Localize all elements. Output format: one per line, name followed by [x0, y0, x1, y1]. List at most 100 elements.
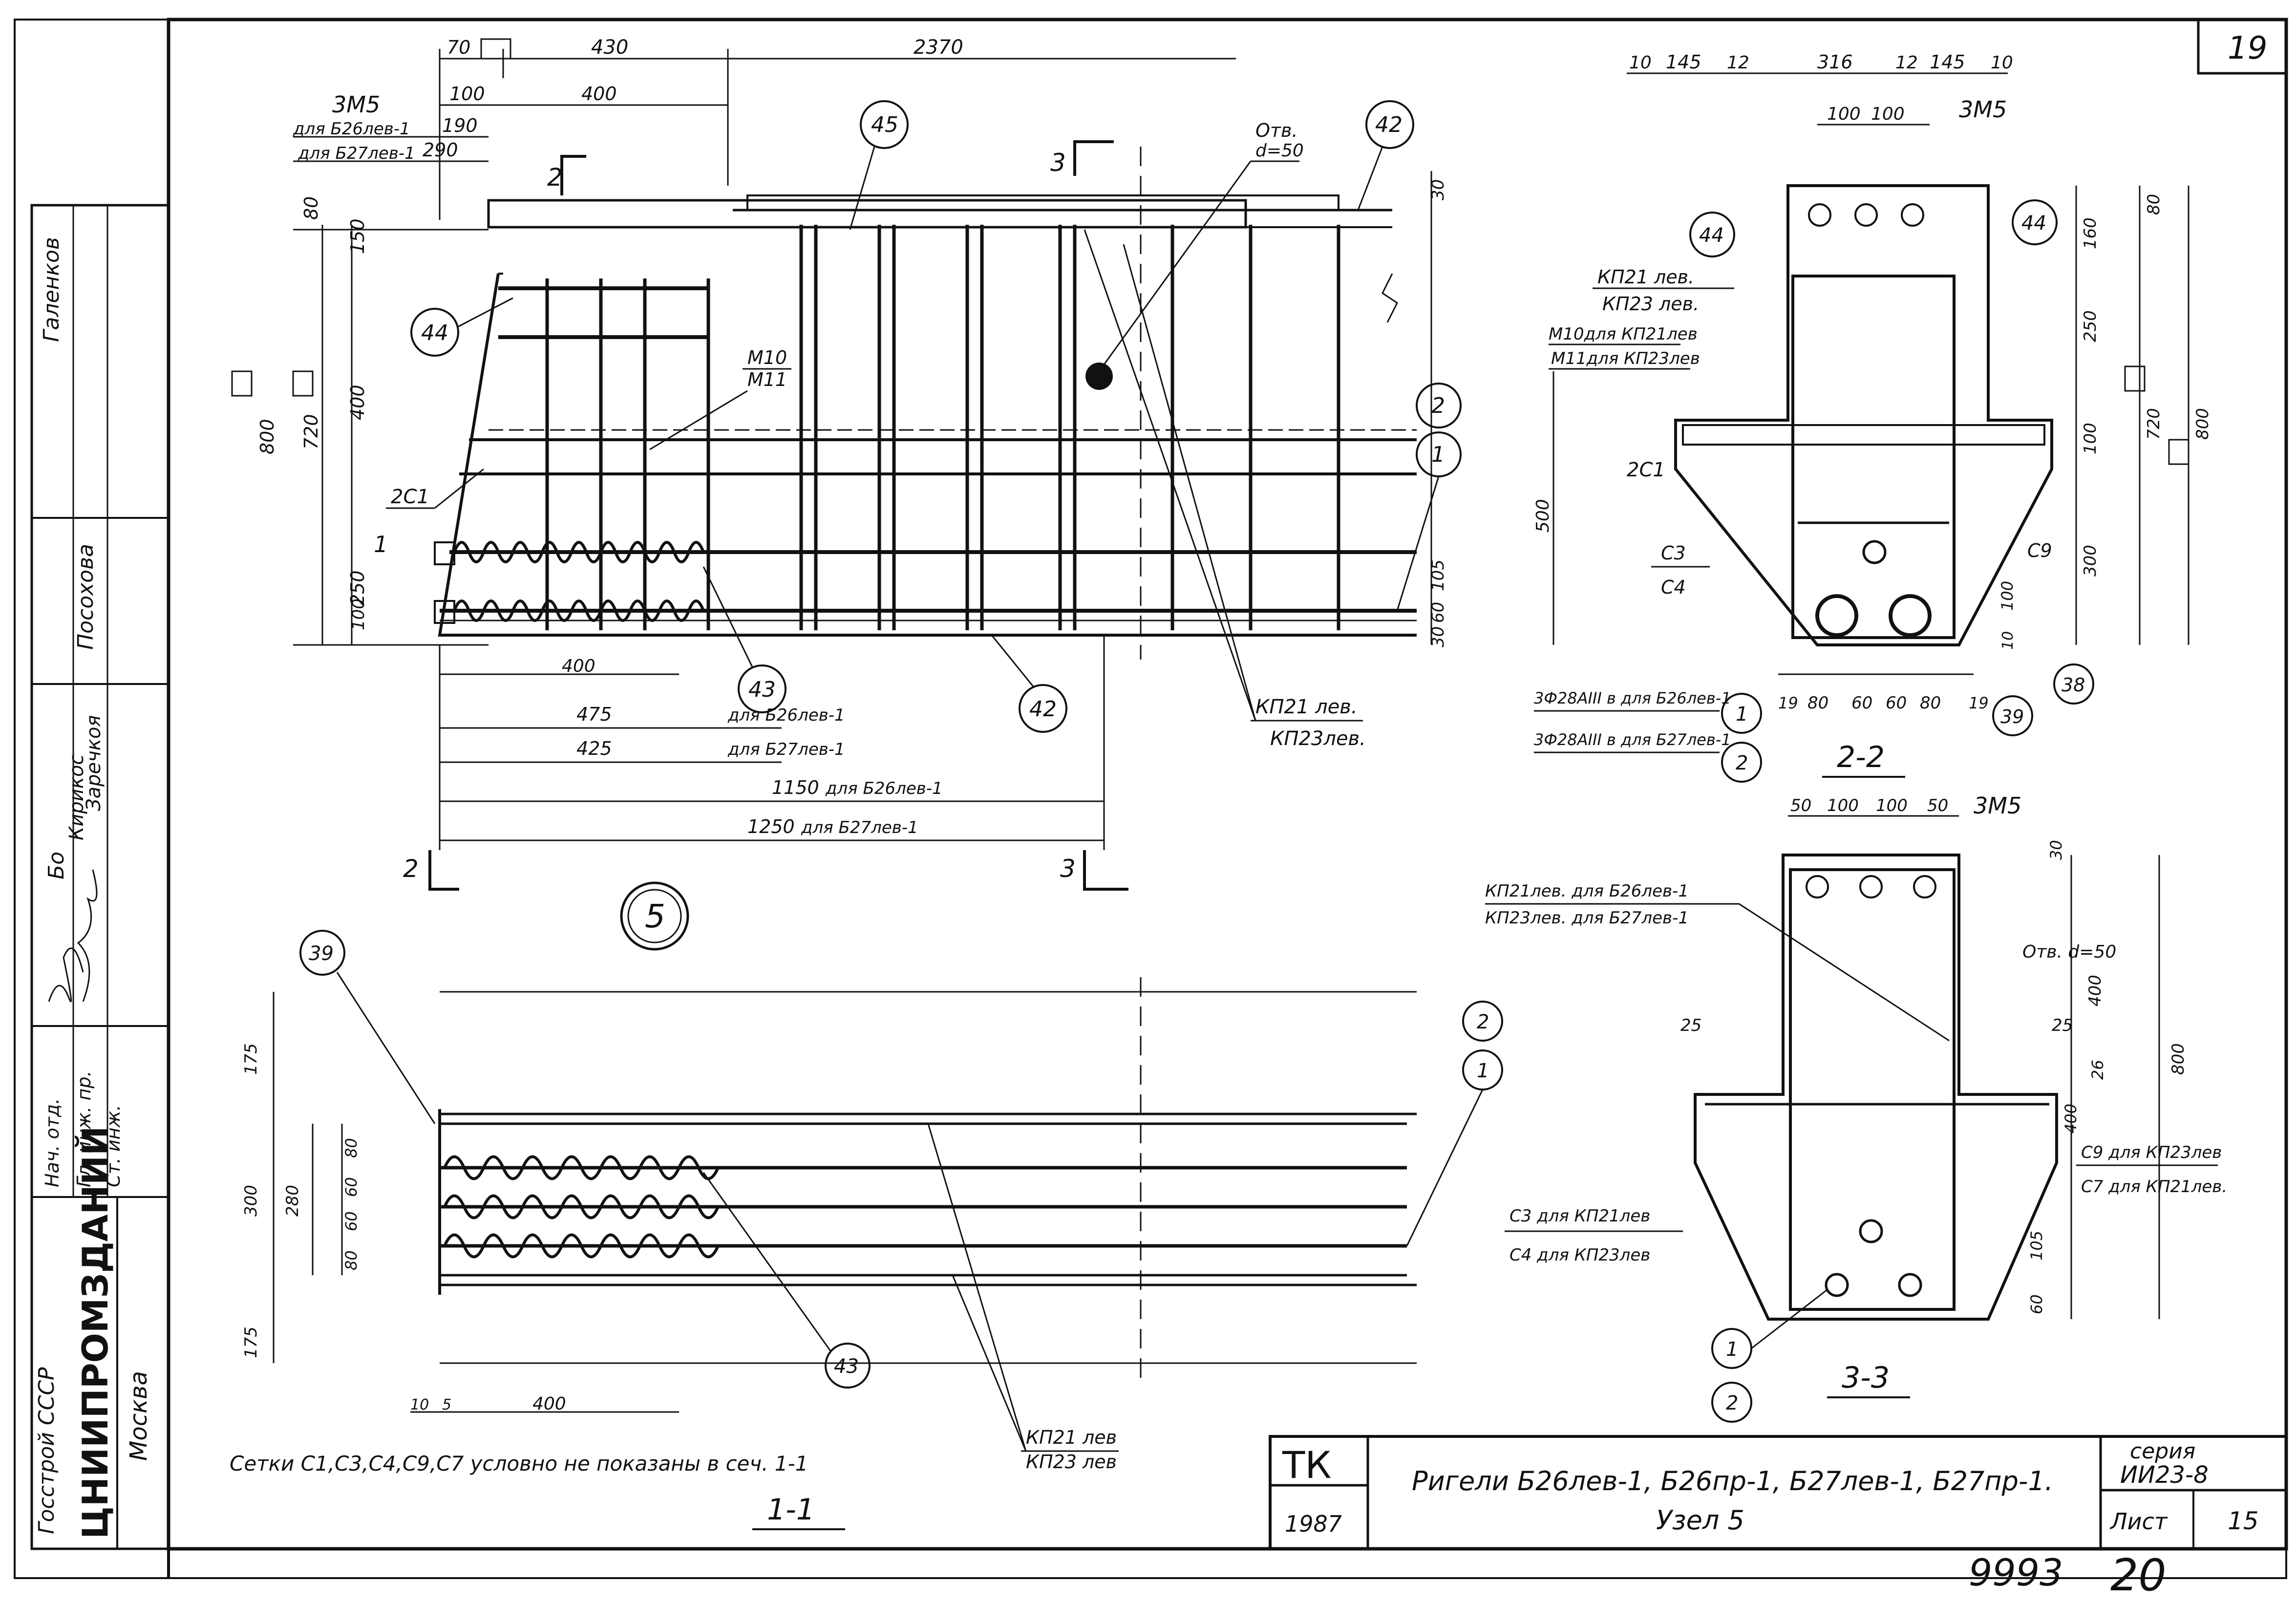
s33-dim-50b: 50: [1927, 796, 1948, 815]
dim-bottom-1150: 1150: [772, 777, 819, 798]
strip-name-5: Заречкоя: [83, 715, 105, 811]
dim-top-2370: 2370: [914, 36, 963, 59]
s11-dim-175b: 175: [241, 1326, 261, 1358]
s33-outline: [1694, 854, 2058, 1321]
s22-dim-145b: 145: [1930, 51, 1965, 73]
s11-callout-2: 2: [1477, 1011, 1489, 1033]
s22-dim-100a: 100: [1827, 104, 1861, 124]
s22-dim-10b: 10: [1991, 53, 2013, 73]
s22-dim-l500: 500: [1533, 499, 1553, 533]
s22-title: 2-2: [1837, 740, 1885, 774]
s22-dim-b60a: 60: [1851, 693, 1872, 713]
dim-left-250: 250: [347, 570, 368, 606]
approval-strip: Галенков Посохова Бо Кирикос Заречкоя На…: [30, 204, 170, 1550]
callout-42-bottom: 42: [1029, 697, 1057, 722]
s22-dim-r80: 80: [2144, 194, 2164, 215]
s11-dim-300: 300: [241, 1185, 261, 1217]
s22-dim-316: 316: [1817, 51, 1853, 73]
s22-callout-44a: 44: [1699, 224, 1724, 247]
dim-bottom-1250-note: для Б27лев-1: [801, 818, 918, 837]
s22-dim-r100: 100: [2081, 423, 2100, 454]
dim-top-400: 400: [581, 83, 617, 105]
dim-bottom-1250: 1250: [747, 816, 795, 837]
s33-label-c3: С3 для КП21лев: [1509, 1206, 1650, 1226]
top-embedded-plate: [487, 199, 1247, 229]
s33-title: 3-3: [1842, 1361, 1890, 1395]
dim-top-100: 100: [449, 83, 485, 105]
org-city: Москва: [125, 1371, 152, 1461]
s22-callout-39: 39: [2000, 706, 2024, 727]
signature-1: [48, 947, 84, 1003]
label-hole-d: d=50: [1255, 141, 1304, 161]
strip-role-2: Гл. инж. пр.: [73, 1070, 95, 1187]
s22-label-3f28-b26: 3Ф28АIII в для Б26лев-1: [1534, 689, 1731, 707]
s22-dim-10a: 10: [1629, 53, 1652, 73]
callout-42-top: 42: [1375, 112, 1403, 137]
label-kp23: КП23лев.: [1270, 727, 1366, 750]
dim-bottom-425-note: для Б27лев-1: [727, 740, 845, 759]
series-label: серия: [2130, 1439, 2195, 1464]
stirrups: [545, 225, 1340, 630]
section-mark-2-bottom: 2: [403, 855, 419, 883]
dim-top-430: 430: [591, 36, 628, 59]
title-line-1: Ригели Б26лев-1, Б26пр-1, Б27лев-1, Б27п…: [1412, 1466, 2053, 1497]
s33-dim-r60: 60: [2027, 1294, 2046, 1314]
section-mark-3-top: 3: [1050, 149, 1066, 177]
section-1-1: 175 300 280 80 60 60 80 175 10 5 400 КП2…: [230, 930, 1503, 1530]
dim-left-150: 150: [347, 218, 368, 254]
s22-label-2c1: 2С1: [1627, 459, 1665, 481]
main-elevation: 70 430 2370 100 400 190 290 3М5 для Б26л…: [231, 36, 1462, 951]
s33-callout-2: 2: [1726, 1392, 1738, 1414]
s11-note: Сетки С1,С3,С4,С9,С7 условно не показаны…: [230, 1452, 808, 1476]
s33-label-c9: С9 для КП23лев: [2081, 1143, 2222, 1162]
s22-callout-2: 2: [1736, 752, 1748, 774]
s11-dim-80a: 80: [342, 1138, 361, 1158]
s22-dim-r800: 800: [2193, 408, 2212, 440]
dim-left-400: 400: [347, 385, 368, 420]
s33-callout-1: 1: [1726, 1338, 1738, 1361]
spiral-lower: [453, 599, 705, 622]
s22-dim-b19b: 19: [1969, 694, 1989, 712]
label-m10: М10: [747, 347, 787, 368]
s11-dim-b400: 400: [532, 1394, 566, 1414]
s22-callout-38: 38: [2062, 674, 2085, 696]
s22-label-3m5: 3М5: [1959, 96, 2007, 123]
s22-dim-r300: 300: [2081, 545, 2100, 577]
s33-dim-r400a: 400: [2085, 975, 2105, 1006]
s33-dim-100a: 100: [1827, 796, 1859, 815]
s33-label-c7: С7 для КП21лев.: [2081, 1177, 2227, 1197]
s22-label-kp21: КП21 лев.: [1597, 266, 1694, 288]
strip-role-1: Нач. отд.: [42, 1098, 63, 1187]
strip-role-3: Ст. инж.: [103, 1105, 124, 1187]
s33-label-hole: Отв. d=50: [2022, 942, 2116, 962]
callout-1: 1: [1431, 442, 1445, 467]
callout-44: 44: [421, 321, 448, 345]
section-mark-3-bottom: 3: [1060, 855, 1076, 883]
s11-spiral-3: [443, 1233, 720, 1259]
stamp-suffix: 20: [2110, 1550, 2167, 1601]
callout-43: 43: [748, 677, 776, 702]
dim-bottom-475: 475: [576, 704, 612, 725]
s22-dim-r160: 160: [2081, 217, 2100, 249]
s11-label-kp23: КП23 лев: [1026, 1451, 1117, 1473]
dim-bottom-475-note: для Б26лев-1: [727, 706, 845, 725]
callout-45: 45: [871, 112, 898, 137]
s11-label-kp21: КП21 лев: [1026, 1427, 1117, 1448]
s11-callout-1: 1: [1477, 1060, 1489, 1082]
dim-top-290: 290: [423, 139, 458, 161]
label-3m5: 3М5: [332, 91, 380, 118]
sheet-value: 15: [2228, 1507, 2259, 1535]
s33-dim-r26: 26: [2088, 1060, 2107, 1080]
strip-name-4: Кирикос: [65, 754, 88, 840]
callout-2: 2: [1431, 393, 1445, 418]
s22-dim-b19a: 19: [1778, 694, 1798, 712]
s11-spiral-1: [443, 1155, 720, 1180]
s33-label-c4: С4 для КП23лев: [1509, 1245, 1650, 1265]
s22-dim-b80a: 80: [1807, 693, 1828, 713]
s22-dim-b80b: 80: [1920, 693, 1941, 713]
signature-2: [77, 869, 98, 1002]
org-line-1: Госстрой СССР: [34, 1367, 59, 1534]
s22-callout-1: 1: [1736, 703, 1748, 726]
s22-label-m10: М10для КП21лев: [1549, 324, 1698, 344]
